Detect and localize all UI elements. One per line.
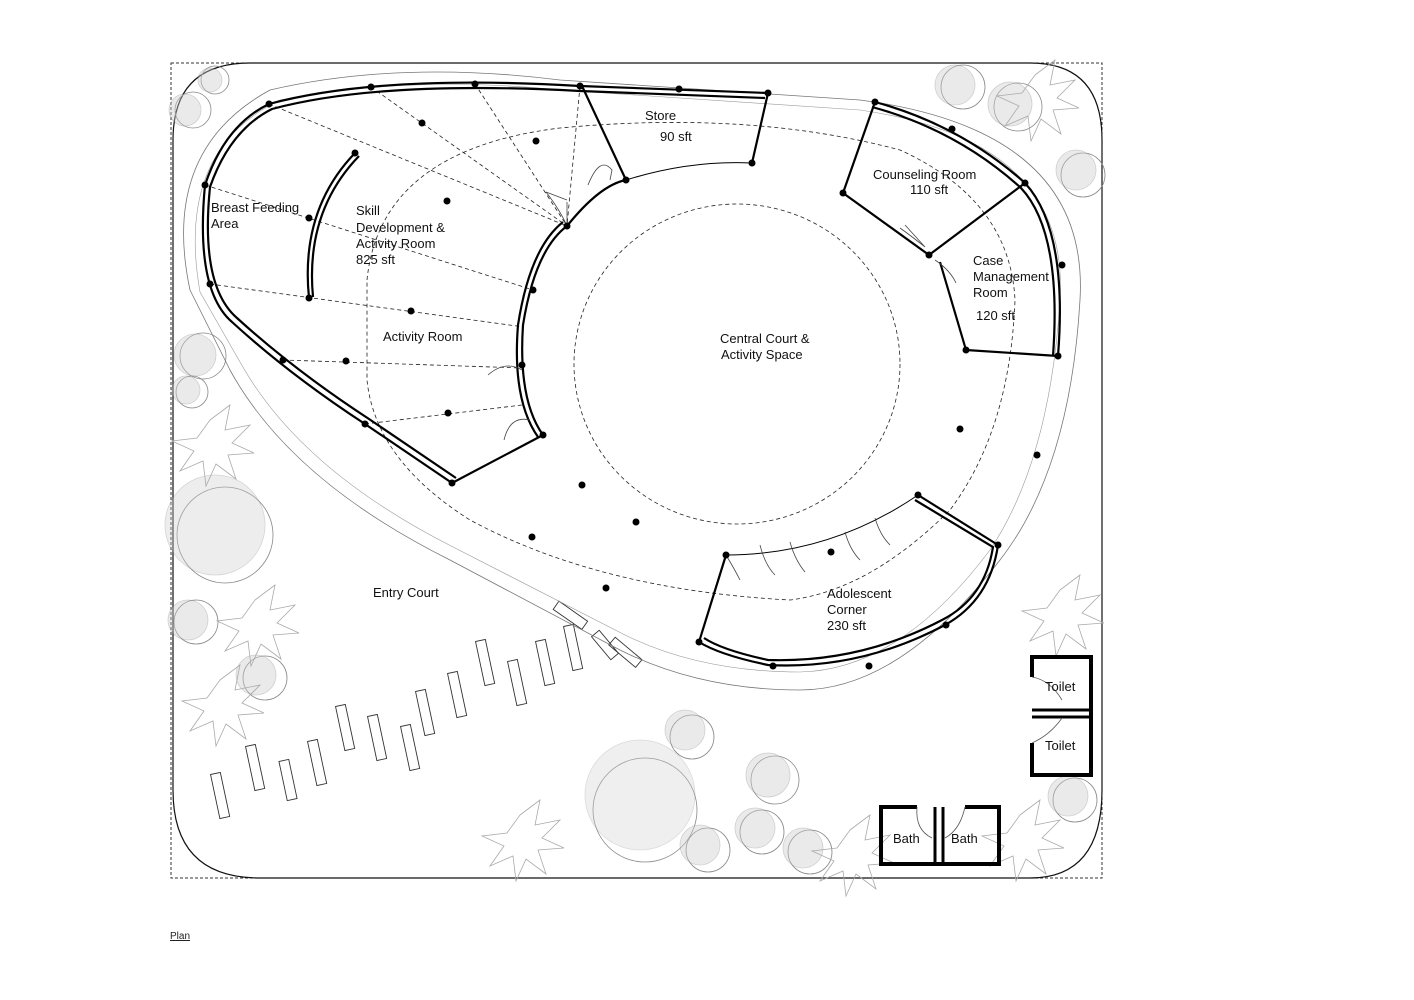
tree-icon	[685, 827, 731, 873]
tree-icon	[592, 757, 698, 863]
skill-dev-label-1: Skill	[356, 203, 380, 218]
adolescent-label-1: Adolescent	[827, 586, 892, 601]
store-area: 90 sft	[660, 129, 692, 144]
tree-icon	[173, 599, 219, 645]
stepping-stones	[210, 600, 643, 820]
building-walls	[201, 81, 1061, 667]
adolescent-area: 230 sft	[827, 618, 866, 633]
entry-court-label: Entry Court	[373, 585, 439, 600]
columns	[201, 80, 1066, 670]
tree-icon	[200, 65, 230, 95]
store-label: Store	[645, 108, 676, 123]
breast-feeding-label-2: Area	[211, 216, 239, 231]
bath-2-label: Bath	[951, 831, 978, 846]
tree-icon	[940, 64, 986, 110]
central-court-label-2: Activity Space	[721, 347, 803, 362]
skill-dev-label-3: Activity Room	[356, 236, 435, 251]
case-mgmt-label-2: Management	[973, 269, 1049, 284]
bath-1-label: Bath	[893, 831, 920, 846]
tree-icon	[242, 655, 288, 701]
building-contour	[183, 71, 1081, 691]
counseling-label: Counseling Room	[873, 167, 976, 182]
landscaping	[164, 59, 1106, 898]
case-mgmt-label-3: Room	[973, 285, 1008, 300]
plan-caption: Plan	[170, 931, 191, 942]
tree-icon	[750, 755, 800, 805]
skill-dev-label-2: Development &	[356, 220, 445, 235]
tree-icon	[993, 82, 1043, 132]
central-court-label-1: Central Court &	[720, 331, 810, 346]
tree-icon	[174, 91, 212, 129]
tree-icon	[739, 809, 785, 855]
case-mgmt-label-1: Case	[973, 253, 1003, 268]
tree-icon	[669, 714, 715, 760]
tree-icon	[1060, 152, 1106, 198]
toilet-2-label: Toilet	[1045, 738, 1076, 753]
dashed-guides	[204, 83, 1016, 601]
counseling-area: 110 sft	[910, 182, 948, 197]
case-mgmt-area: 120 sft	[976, 308, 1015, 323]
toilet-1-label: Toilet	[1045, 679, 1076, 694]
plinth-outline	[172, 62, 1103, 879]
tree-icon	[787, 829, 833, 875]
service-blocks	[879, 655, 1093, 866]
tree-icon	[1052, 777, 1098, 823]
tree-icon	[175, 375, 209, 409]
adolescent-label-2: Corner	[827, 602, 867, 617]
tree-icon	[176, 486, 274, 584]
breast-feeding-label-1: Breast Feeding	[211, 200, 299, 215]
tree-icon	[179, 332, 227, 380]
skill-dev-area: 825 sft	[356, 252, 395, 267]
activity-room-label: Activity Room	[383, 329, 462, 344]
